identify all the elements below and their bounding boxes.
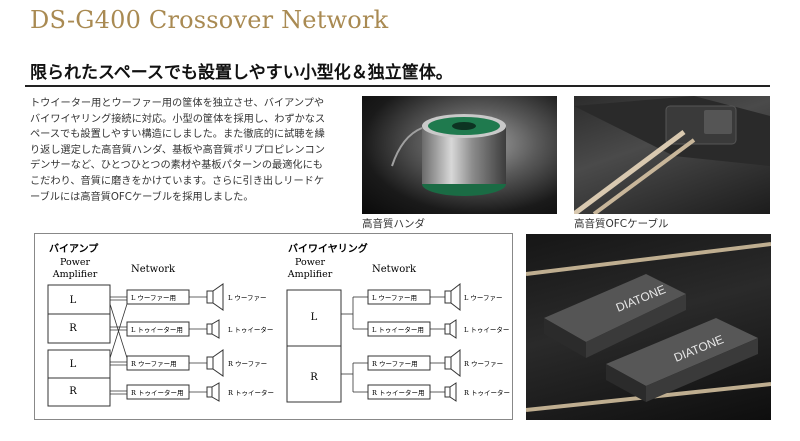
solder-caption: 高音質ハンダ <box>362 218 425 230</box>
biamp-network-module: L トゥイーター用 <box>131 325 183 334</box>
biwire-speaker: R トゥイーター <box>464 388 510 397</box>
biamp-network-module: R ウーファー用 <box>131 360 177 368</box>
biwire-network-module: R トゥイーター用 <box>372 388 424 397</box>
cable-caption: 高音質OFCケーブル <box>574 218 669 230</box>
description-line: り返し選定した高音質ハンダ、基板や高音質ポリプロピレンコン <box>30 144 325 156</box>
crossover-units-photo: DIATONE DIATONE <box>526 234 771 420</box>
description-line: こだわり、音質に磨きをかけています。さらに引き出しリードケ <box>30 175 325 187</box>
wiring-diagram: バイアンプ Power Amplifier Network L R L R L … <box>34 233 513 420</box>
biwire-network-module: L ウーファー用 <box>372 294 417 302</box>
description-text: トウイーター用とウーファー用の筐体を独立させ、バイアンプや バイワイヤリング接続… <box>30 96 355 205</box>
biamp-network-label: Network <box>131 264 176 275</box>
headline: 限られたスペースでも設置しやすい小型化＆独立筐体。 <box>30 63 453 83</box>
biamp-amp-ch: R <box>69 323 77 334</box>
description-line: バイワイヤリング接続に対応。小型の筐体を採用し、わずかなス <box>30 113 326 125</box>
biwire-amp-label: Power <box>295 257 325 268</box>
biwire-speaker: L トゥイーター <box>464 325 509 334</box>
biamp-amp-label-2: Amplifier <box>52 269 98 280</box>
biamp-speaker: L トゥイーター <box>228 325 273 334</box>
biamp-speaker: L ウーファー <box>228 294 267 302</box>
description-line: トウイーター用とウーファー用の筐体を独立させ、バイアンプや <box>30 98 325 109</box>
biwire-amp-ch: R <box>310 372 318 383</box>
biwire-speaker: L ウーファー <box>464 294 503 302</box>
description-line: ペースでも設置しやすい構造にしました。また徹底的に試聴を繰 <box>30 129 325 141</box>
biamp-title: バイアンプ <box>49 242 99 255</box>
biamp-network-module: R トゥイーター用 <box>131 388 183 397</box>
biwire-network-module: L トゥイーター用 <box>372 325 424 334</box>
biamp-amp-ch: R <box>69 386 77 397</box>
solder-photo <box>362 96 557 214</box>
description-line: デンサーなど、ひとつひとつの素材や基板パターンの最適化にも <box>30 160 323 172</box>
biamp-amp-ch: L <box>70 359 77 370</box>
biwire-network-label: Network <box>372 264 417 275</box>
biamp-amp-label: Power <box>60 257 90 268</box>
divider <box>25 85 770 87</box>
biamp-network-module: L ウーファー用 <box>131 294 176 302</box>
description-line: ーブルには高音質OFCケーブルを採用しました。 <box>30 191 254 203</box>
biwire-title: バイワイヤリング <box>288 242 368 255</box>
biwire-amp-label-2: Amplifier <box>287 269 333 280</box>
biamp-speaker: R トゥイーター <box>228 388 274 397</box>
page-title: DS-G400 Crossover Network <box>30 6 389 34</box>
biwire-amp-ch: L <box>311 312 318 323</box>
biamp-speaker: R ウーファー <box>228 360 267 368</box>
biwire-speaker: R ウーファー <box>464 360 503 368</box>
biwire-network-module: R ウーファー用 <box>372 360 418 368</box>
ofc-cable-photo <box>574 96 770 214</box>
biamp-amp-ch: L <box>70 295 77 306</box>
